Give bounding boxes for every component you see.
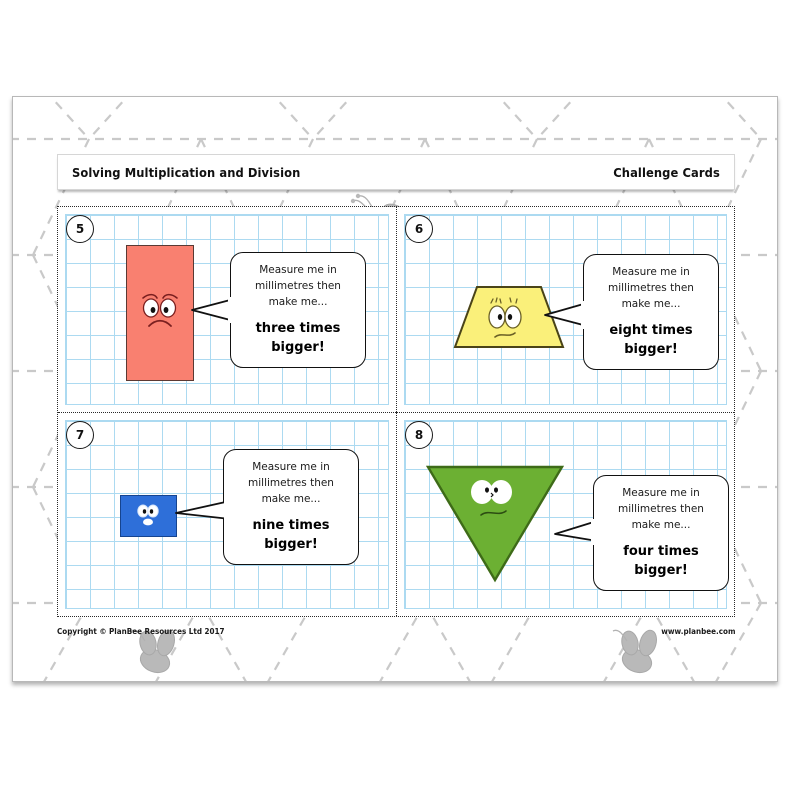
- prompt-line-3: make me...: [261, 492, 321, 505]
- card-number-badge: 7: [66, 420, 94, 449]
- challenge-card[interactable]: 7 Measure me in millimetres then make me…: [58, 411, 396, 616]
- shape-rectangle-blue: [120, 494, 177, 537]
- prompt-line-1: Measure me in: [612, 266, 690, 278]
- speech-bubble: Measure me in millimetres then make me..…: [583, 254, 719, 370]
- card-number-badge: 6: [405, 215, 433, 243]
- speech-bubble-tail: [554, 518, 601, 545]
- speech-bubble-tail: [191, 297, 238, 323]
- challenge-cards-grid: 5 Measure me in millimetres then: [57, 206, 735, 617]
- prompt-line-2: millimetres then: [255, 280, 341, 292]
- website-link[interactable]: www.planbee.com: [660, 626, 735, 636]
- card-number-badge: 8: [405, 420, 433, 449]
- prompt-line-3: make me...: [631, 518, 691, 531]
- prompt-line-3: make me...: [621, 298, 681, 310]
- answer-line-1: eight times: [609, 323, 693, 338]
- speech-bubble-tail: [175, 497, 234, 524]
- speech-bubble: Measure me in millimetres then make me..…: [593, 474, 729, 591]
- answer-line-2: bigger!: [634, 562, 688, 578]
- worksheet-page: Solving Multiplication and Division Chal…: [12, 96, 778, 682]
- prompt-line-2: millimetres then: [248, 476, 334, 489]
- prompt-line-3: make me...: [268, 296, 328, 308]
- prompt-line-2: millimetres then: [618, 502, 704, 515]
- answer-line-1: four times: [623, 543, 699, 559]
- worksheet-header: Solving Multiplication and Division Chal…: [57, 154, 735, 190]
- speech-bubble: Measure me in millimetres then make me..…: [230, 252, 366, 368]
- prompt-line-1: Measure me in: [259, 264, 337, 276]
- shape-triangle-green: [425, 465, 565, 582]
- shape-rectangle-red: [126, 245, 194, 381]
- speech-bubble-tail: [544, 301, 591, 329]
- answer-line-1: nine times: [252, 517, 330, 533]
- page-title: Solving Multiplication and Division: [72, 164, 301, 180]
- challenge-card[interactable]: 5 Measure me in millimetres then: [58, 207, 396, 412]
- worksheet-footer: Copyright © PlanBee Resources Ltd 2017 w…: [57, 622, 735, 640]
- copyright-text: Copyright © PlanBee Resources Ltd 2017: [57, 626, 225, 636]
- header-right-label: Challenge Cards: [613, 164, 720, 180]
- challenge-card[interactable]: 8 Measure me in millimetres then make me…: [396, 411, 734, 616]
- prompt-line-1: Measure me in: [252, 460, 330, 473]
- prompt-line-2: millimetres then: [608, 282, 694, 294]
- answer-line-2: bigger!: [264, 536, 318, 552]
- speech-bubble: Measure me in millimetres then make me..…: [223, 448, 359, 565]
- answer-line-2: bigger!: [271, 340, 325, 355]
- answer-line-1: three times: [255, 321, 341, 336]
- challenge-card[interactable]: 6 Measure me in mil: [396, 207, 734, 412]
- answer-line-2: bigger!: [624, 342, 678, 357]
- card-number-badge: 5: [66, 215, 94, 243]
- prompt-line-1: Measure me in: [622, 486, 700, 499]
